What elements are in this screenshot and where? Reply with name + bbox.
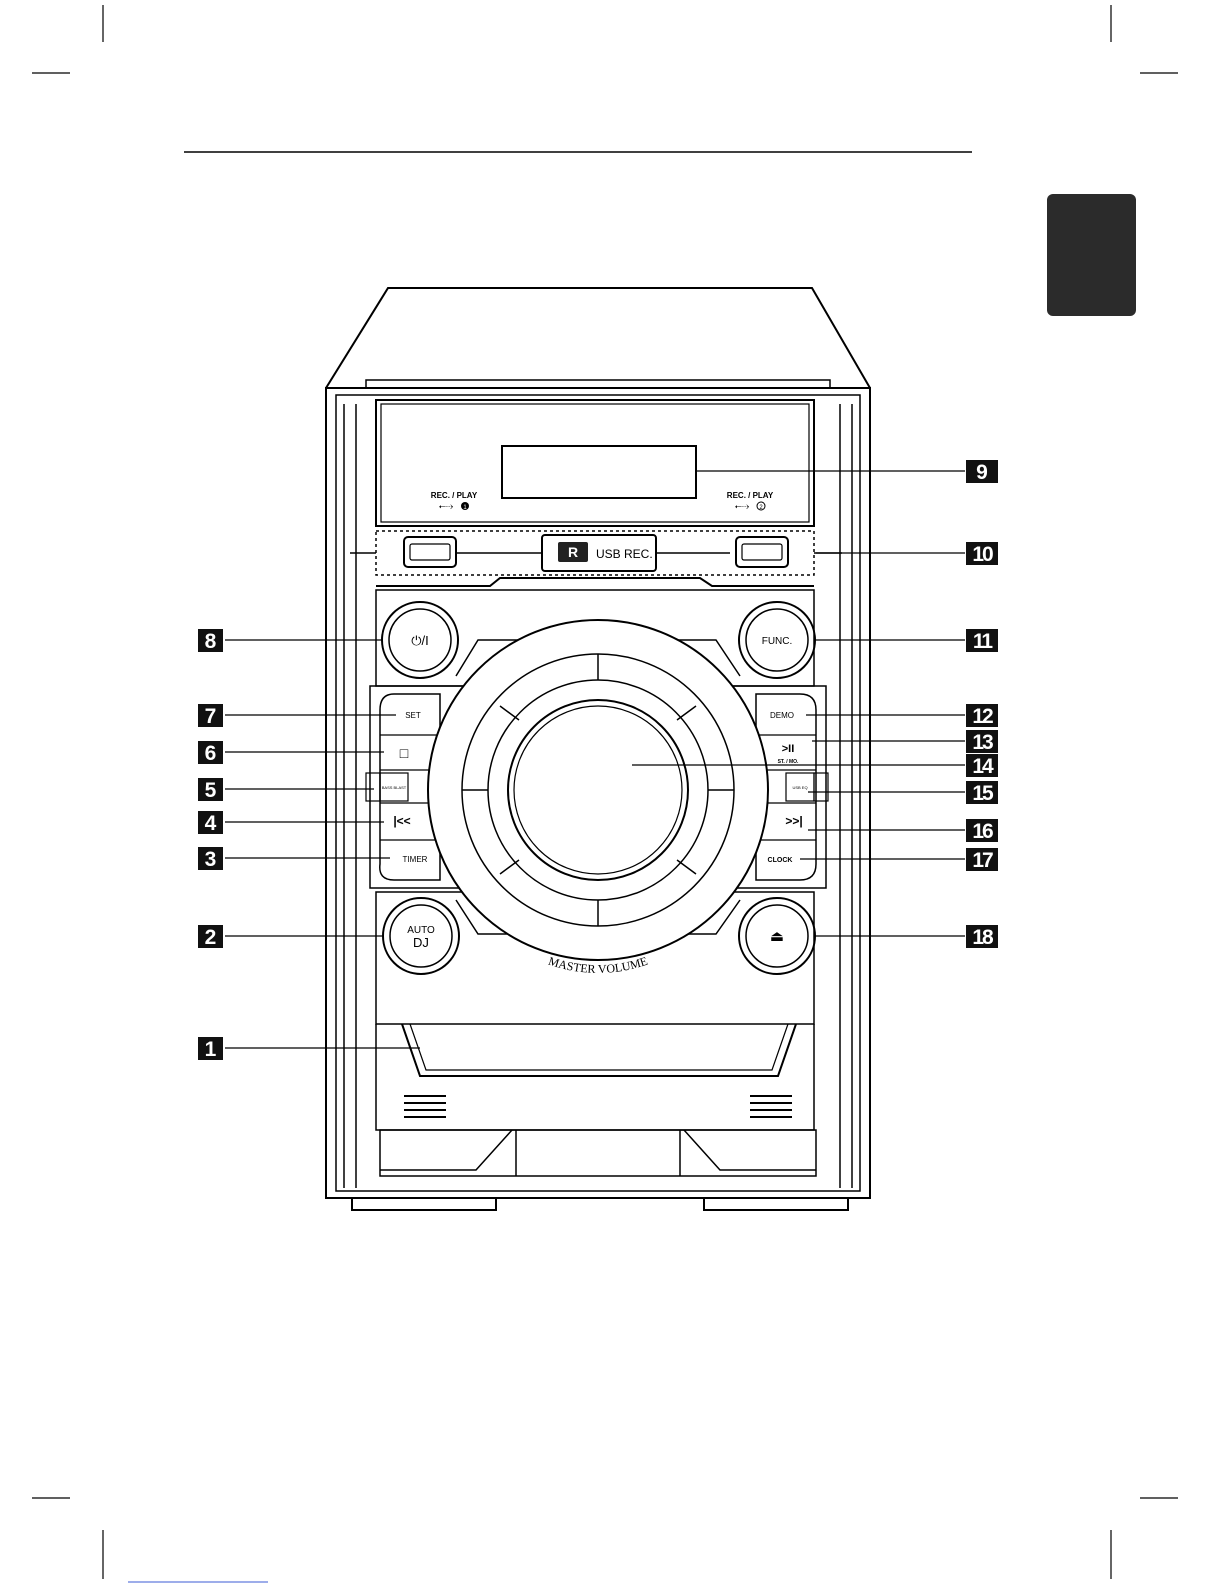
callout-9: 9 [976,461,988,484]
usb-symbol-left-icon: ⭠⇢ [439,501,454,511]
callout-3: 3 [205,848,217,871]
callout-11: 11 [973,630,994,653]
bass-blast-button-label: BASS BLAST [382,785,407,790]
play-pause-button-label: >II [782,743,795,755]
func-button-label: FUNC. [762,636,793,647]
usb-rec-label: USB REC. [596,547,653,561]
vent-right [750,1096,792,1117]
demo-button-label: DEMO [770,711,794,720]
lcd-display [502,446,696,498]
cd-tray [402,1024,796,1076]
usb-port-left [404,537,456,567]
callout-7: 7 [205,705,217,728]
chapter-tab [1047,194,1136,316]
callout-4: 4 [205,812,217,835]
st-mo-button-label: ST. / MO. [778,759,799,765]
timer-button-label: TIMER [403,855,428,864]
usb-symbol-right-icon: ⭠⇢ [735,501,750,511]
usb-port-right-label: REC. / PLAY [727,491,774,500]
next-button-label: >>| [785,814,802,828]
callout-16: 16 [972,820,993,843]
clock-button-label: CLOCK [768,857,793,864]
callout-15: 15 [972,782,994,805]
callout-8: 8 [205,630,217,653]
auto-dj-button-label-bottom: DJ [413,935,429,950]
callout-18: 18 [972,926,994,949]
callout-1: 1 [205,1038,217,1061]
prev-button-label: |<< [393,814,410,828]
callout-13: 13 [972,731,993,754]
callout-2: 2 [205,926,217,949]
usb-port-left-label: REC. / PLAY [431,491,478,500]
callout-14: 14 [972,755,994,778]
usb-port-right [736,537,788,567]
set-button-label: SET [405,711,421,720]
callout-17: 17 [972,849,993,872]
callout-10: 10 [972,543,993,566]
power-button-label: ⏻/I [411,633,429,648]
usb-eq-button-label: USB EQ [792,785,807,790]
vent-left [404,1096,446,1117]
callout-6: 6 [205,742,217,765]
usb-rec-badge: R [568,544,578,560]
callout-5: 5 [205,779,217,802]
stop-button-label: □ [400,745,409,761]
callout-12: 12 [972,705,993,728]
eject-icon: ⏏ [770,928,784,945]
